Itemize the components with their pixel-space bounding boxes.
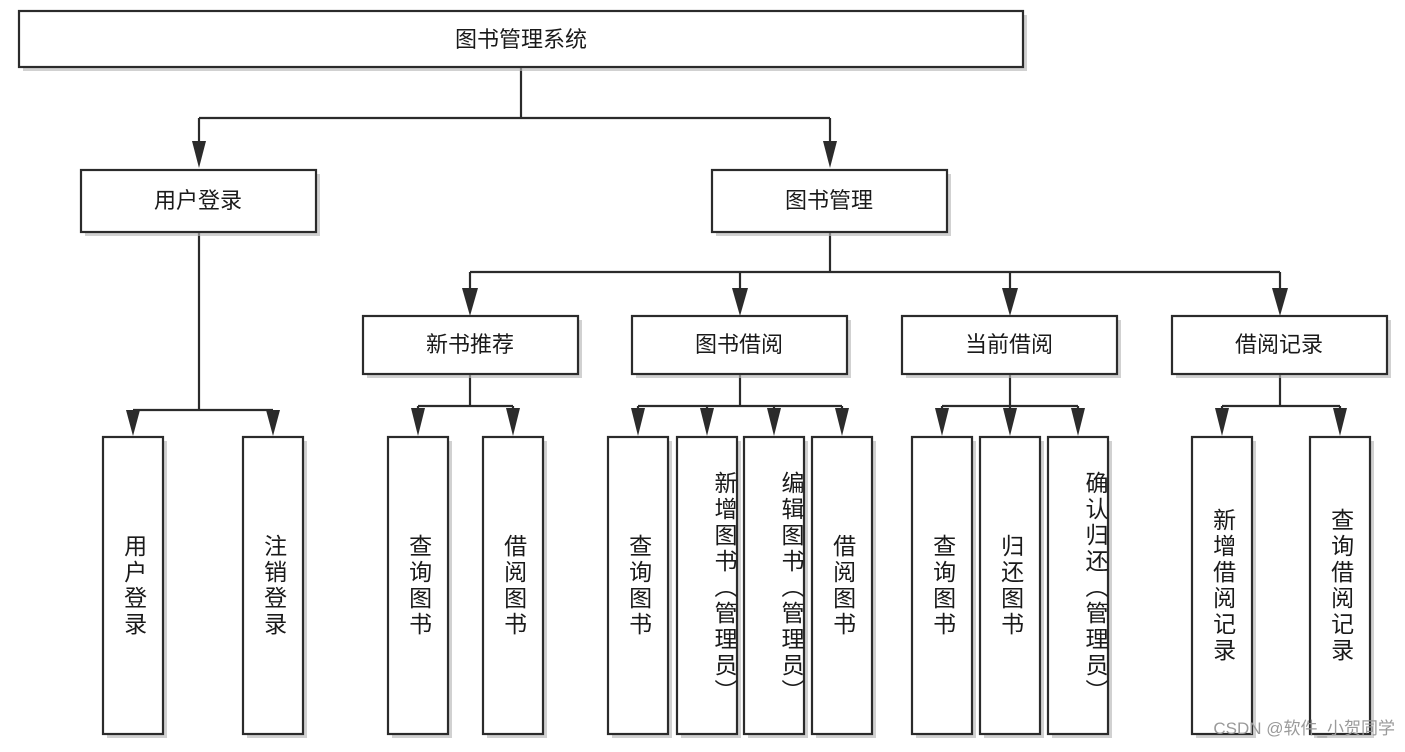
leaf-box-query-borrow-record[interactable] bbox=[1308, 435, 1372, 736]
arrow-head-icon bbox=[935, 408, 949, 436]
arrow-head-icon bbox=[462, 288, 478, 316]
node-user-login-label: 用户登录 bbox=[154, 188, 242, 213]
leaf-box-query-book-3[interactable] bbox=[910, 435, 974, 736]
arrow-head-icon bbox=[631, 408, 645, 436]
connector-group-book-borrow-to-leaves bbox=[631, 374, 849, 436]
connector-group-root-to-level2 bbox=[192, 67, 837, 168]
connector-group-book-manage-to-level3 bbox=[462, 232, 1288, 316]
arrow-head-icon bbox=[266, 410, 280, 436]
csdn-watermark: CSDN @软件_小贺同学 bbox=[1213, 719, 1395, 738]
leaf-box-add-borrow-record[interactable] bbox=[1190, 435, 1254, 736]
leaf-box-logout-login[interactable] bbox=[241, 435, 305, 736]
leaf-box-confirm-return-admin[interactable] bbox=[1046, 435, 1110, 736]
node-new-book-recommend[interactable]: 新书推荐 bbox=[361, 314, 582, 378]
leaf-group-user-login bbox=[101, 435, 307, 738]
arrow-head-icon bbox=[823, 141, 837, 168]
arrow-head-icon bbox=[1333, 408, 1347, 436]
node-book-management[interactable]: 图书管理 bbox=[710, 168, 951, 236]
arrow-head-icon bbox=[767, 408, 781, 436]
leaf-box-add-book-admin[interactable] bbox=[675, 435, 739, 736]
leaf-box-return-book[interactable] bbox=[978, 435, 1042, 736]
node-book-borrow[interactable]: 图书借阅 bbox=[630, 314, 851, 378]
node-current-borrow[interactable]: 当前借阅 bbox=[900, 314, 1121, 378]
arrow-head-icon bbox=[1003, 408, 1017, 436]
leaf-box-query-book-2[interactable] bbox=[606, 435, 670, 736]
connector-group-current-borrow-to-leaves bbox=[935, 374, 1085, 436]
arrow-head-icon bbox=[1071, 408, 1085, 436]
arrow-head-icon bbox=[192, 141, 206, 168]
leaf-box-user-login[interactable] bbox=[101, 435, 165, 736]
node-borrow-record-label: 借阅记录 bbox=[1235, 332, 1323, 357]
connector-group-borrow-record-to-leaves bbox=[1215, 374, 1347, 436]
node-root-label: 图书管理系统 bbox=[455, 27, 587, 52]
leaf-group-borrow-record bbox=[1190, 435, 1374, 738]
node-current-borrow-label: 当前借阅 bbox=[965, 332, 1053, 357]
arrow-head-icon bbox=[732, 288, 748, 316]
node-book-management-label: 图书管理 bbox=[785, 188, 873, 213]
arrow-head-icon bbox=[700, 408, 714, 436]
arrow-head-icon bbox=[506, 408, 520, 436]
leaf-group-current-borrow bbox=[910, 435, 1112, 738]
leaf-box-borrow-book-2[interactable] bbox=[810, 435, 874, 736]
leaf-box-query-book-1[interactable] bbox=[386, 435, 450, 736]
arrow-head-icon bbox=[411, 408, 425, 436]
node-borrow-record[interactable]: 借阅记录 bbox=[1170, 314, 1391, 378]
node-new-book-recommend-label: 新书推荐 bbox=[426, 332, 514, 357]
arrow-head-icon bbox=[1215, 408, 1229, 436]
node-user-login[interactable]: 用户登录 bbox=[79, 168, 320, 236]
leaf-box-edit-book-admin[interactable] bbox=[742, 435, 806, 736]
node-book-borrow-label: 图书借阅 bbox=[695, 332, 783, 357]
arrow-head-icon bbox=[1002, 288, 1018, 316]
leaf-group-book-borrow bbox=[606, 435, 876, 738]
arrow-head-icon bbox=[835, 408, 849, 436]
arrow-head-icon bbox=[1272, 288, 1288, 316]
connector-group-new-book-to-leaves bbox=[411, 374, 520, 436]
connector-group-user-login-to-leaves bbox=[126, 232, 280, 436]
leaf-box-borrow-book-1[interactable] bbox=[481, 435, 545, 736]
arrow-head-icon bbox=[126, 410, 140, 436]
leaf-group-new-book-recommend bbox=[386, 435, 547, 738]
node-root-book-management-system[interactable]: 图书管理系统 bbox=[17, 9, 1027, 71]
